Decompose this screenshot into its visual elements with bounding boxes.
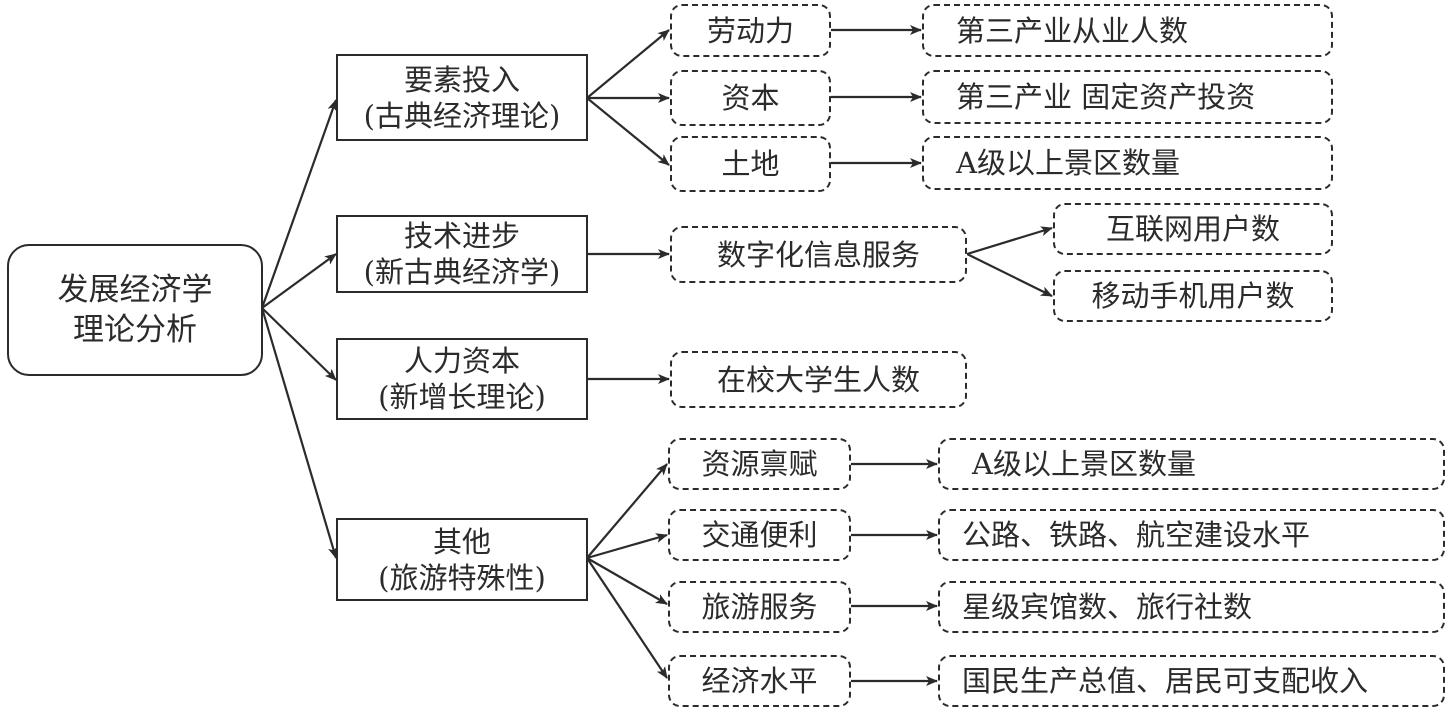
theory-node-human-capital: 人力资本 (新增长理论) xyxy=(336,338,588,420)
root-line-2: 理论分析 xyxy=(73,312,197,348)
indicator-label: 星级宾馆数、旅行社数 xyxy=(962,590,1253,624)
indicator-label: 国民生产总值、居民可支配收入 xyxy=(962,664,1369,698)
arrow-digital-to-mobile-users xyxy=(966,253,1053,297)
factor-node-transport: 交通便利 xyxy=(668,509,851,561)
arrow-to-economy xyxy=(586,557,668,679)
theory-title: 技术进步 xyxy=(403,219,520,253)
theory-title: 其他 xyxy=(432,524,491,559)
theory-subtitle: (古典经济理论) xyxy=(363,98,561,133)
factor-node-capital: 资本 xyxy=(670,70,831,126)
indicator-node-transport-construction: 公路、铁路、航空建设水平 xyxy=(938,509,1445,561)
arrow-root-to-other xyxy=(260,307,338,559)
indicator-label: 互联网用户数 xyxy=(1105,212,1280,246)
indicator-node-internet-users: 互联网用户数 xyxy=(1053,203,1333,255)
theory-subtitle: (新古典经济学) xyxy=(363,255,561,289)
theory-node-other: 其他 (旅游特殊性) xyxy=(336,518,588,601)
indicator-node-a-level-scenic-spots: A级以上景区数量 xyxy=(922,136,1333,190)
factor-node-resource-endowment: 资源禀赋 xyxy=(668,438,851,490)
indicator-node-scenic-spots-resource: A级以上景区数量 xyxy=(938,438,1445,490)
factor-label: 土地 xyxy=(721,147,780,181)
arrow-to-resources xyxy=(586,463,668,559)
indicator-node-hotels-agencies: 星级宾馆数、旅行社数 xyxy=(938,581,1445,633)
arrow-to-tourism-service xyxy=(586,557,668,605)
theory-title: 人力资本 xyxy=(403,344,520,378)
factor-label: 旅游服务 xyxy=(701,590,818,624)
theory-title: 要素投入 xyxy=(403,62,520,97)
factor-label: 劳动力 xyxy=(706,13,794,48)
arrow-digital-to-internet-users xyxy=(966,226,1053,256)
indicator-label: A级以上景区数量 xyxy=(972,447,1196,481)
indicator-node-tertiary-fixed-investment: 第三产业 固定资产投资 xyxy=(922,70,1333,124)
arrow-root-to-tech-progress xyxy=(261,253,337,309)
factor-node-labor: 劳动力 xyxy=(670,4,831,57)
factor-label: 交通便利 xyxy=(701,518,818,552)
arrow-root-to-human-capital xyxy=(261,307,337,381)
theory-subtitle: (新增长理论) xyxy=(378,380,546,414)
root-line-1: 发展经济学 xyxy=(57,272,213,308)
indicator-node-gnp-income: 国民生产总值、居民可支配收入 xyxy=(938,655,1445,707)
indicator-label: 第三产业 固定资产投资 xyxy=(956,80,1256,114)
indicator-node-mobile-users: 移动手机用户数 xyxy=(1053,270,1333,322)
factor-node-university-students: 在校大学生人数 xyxy=(670,351,967,408)
factor-node-digital-service: 数字化信息服务 xyxy=(670,226,967,283)
theory-node-tech-progress: 技术进步 (新古典经济学) xyxy=(336,215,588,293)
indicator-label: 第三产业从业人数 xyxy=(956,13,1189,48)
factor-node-tourism-service: 旅游服务 xyxy=(668,581,851,633)
factor-label: 经济水平 xyxy=(701,664,818,698)
indicator-label: 公路、铁路、航空建设水平 xyxy=(962,518,1311,552)
indicator-label: 移动手机用户数 xyxy=(1091,279,1295,313)
indicator-label: A级以上景区数量 xyxy=(956,146,1180,180)
factor-label: 数字化信息服务 xyxy=(716,237,920,272)
theory-node-factor-input: 要素投入 (古典经济理论) xyxy=(336,54,588,141)
factor-label: 资本 xyxy=(721,81,780,115)
factor-node-land: 土地 xyxy=(670,136,831,192)
theory-subtitle: (旅游特殊性) xyxy=(378,560,546,595)
root-node-development-economics: 发展经济学 理论分析 xyxy=(7,244,263,376)
factor-label: 资源禀赋 xyxy=(701,447,818,481)
arrow-to-labor xyxy=(586,29,670,99)
factor-node-economic-level: 经济水平 xyxy=(668,655,851,707)
indicator-node-tertiary-employment: 第三产业从业人数 xyxy=(922,4,1333,57)
arrow-root-to-factor-input xyxy=(260,99,338,309)
factor-label: 在校大学生人数 xyxy=(716,362,920,397)
arrow-to-land xyxy=(586,97,670,166)
arrow-to-transport xyxy=(586,533,668,560)
